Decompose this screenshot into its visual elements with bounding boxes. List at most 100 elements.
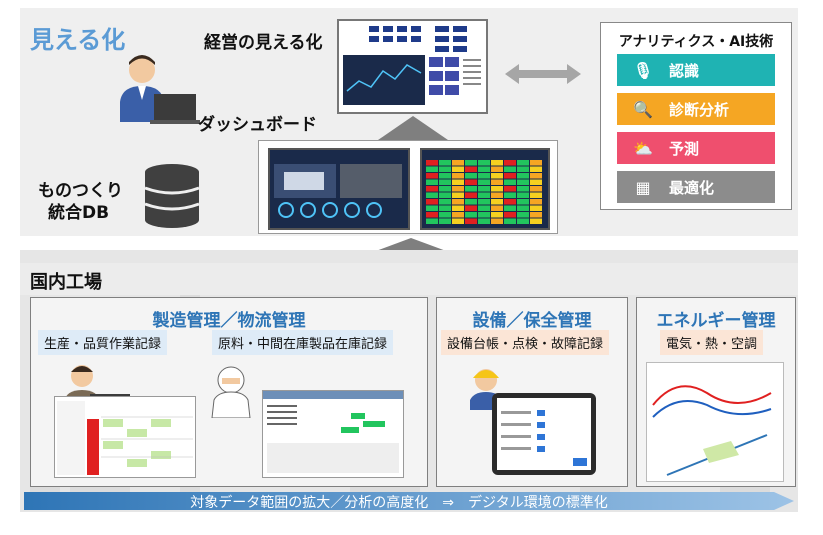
heatmap-cell [504, 167, 516, 173]
inventory-records-chip: 原料・中間在庫製品在庫記録 [212, 330, 393, 355]
magnifier-icon: 🔍 [617, 100, 669, 119]
heatmap-cell [452, 173, 464, 179]
bidirectional-arrow-icon [505, 64, 581, 84]
analytics-title: アナリティクス・AI技術 [600, 31, 792, 51]
management-dashboard-screenshot [337, 19, 488, 114]
heatmap-cell [530, 199, 542, 205]
heatmap-cell [478, 206, 490, 212]
heatmap-cell [478, 219, 490, 225]
heatmap-cell [478, 180, 490, 186]
heatmap-cell [491, 167, 503, 173]
factory-dashboard-screenshot [268, 148, 410, 230]
blocks-icon: ▦ [617, 178, 669, 197]
heatmap-cell [465, 173, 477, 179]
heatmap-cell [465, 186, 477, 192]
heatmap-cell [517, 193, 529, 199]
analytics-item-diagnostic: 🔍 診断分析 [617, 93, 775, 125]
heatmap-cell [504, 219, 516, 225]
heatmap-cell [465, 193, 477, 199]
heatmap-cell [426, 167, 438, 173]
analytics-item-prediction: ⛅ 予測 [617, 132, 775, 164]
heatmap-cell [452, 212, 464, 218]
manufacturing-title: 製造管理／物流管理 [30, 306, 428, 331]
management-label: 経営の見える化 [204, 28, 323, 53]
heatmap-cell [478, 193, 490, 199]
heatmap-cell [504, 186, 516, 192]
heatmap-cell [530, 167, 542, 173]
heatmap-cell [517, 199, 529, 205]
manager-with-laptop-icon [112, 50, 202, 130]
heatmap-cell [426, 199, 438, 205]
heatmap-cell [426, 193, 438, 199]
heatmap-cell [504, 193, 516, 199]
heatmap-cell [517, 167, 529, 173]
heatmap-cell [439, 219, 451, 225]
factory-header [20, 263, 798, 295]
heatmap-cell [426, 219, 438, 225]
heatmap-cell [478, 167, 490, 173]
heatmap-cell [530, 180, 542, 186]
heatmap-cell [439, 173, 451, 179]
heatmap-cell [426, 160, 438, 166]
heatmap-cell [530, 186, 542, 192]
heatmap-cell [530, 212, 542, 218]
heatmap-cell [530, 219, 542, 225]
cleanroom-worker-icon [208, 362, 254, 418]
heatmap-cell [491, 173, 503, 179]
heatmap-cell [465, 219, 477, 225]
heatmap-cell [426, 173, 438, 179]
heatmap-cell [452, 160, 464, 166]
heatmap-cell [439, 212, 451, 218]
database-icon [142, 162, 202, 232]
heatmap-cell [530, 206, 542, 212]
heatmap-cell [439, 206, 451, 212]
heatmap-cell [465, 206, 477, 212]
heatmap-cell [491, 219, 503, 225]
heatmap-cell [452, 193, 464, 199]
analytics-item-optimization: ▦ 最適化 [617, 171, 775, 203]
heatmap-cell [452, 206, 464, 212]
heatmap-cell [478, 173, 490, 179]
energy-title: エネルギー管理 [636, 306, 796, 331]
heatmap-cell [491, 199, 503, 205]
integrated-db-label: ものつくり 統合DB [38, 180, 123, 224]
heatmap-cell [439, 199, 451, 205]
up-arrow-icon [378, 114, 448, 140]
heatmap-cell [439, 186, 451, 192]
inventory-screenshot [262, 390, 404, 478]
heatmap-cell [491, 206, 503, 212]
heatmap-cell [478, 199, 490, 205]
heatmap-cell [491, 212, 503, 218]
heatmap-cell [465, 199, 477, 205]
heatmap-cell [491, 180, 503, 186]
heatmap-cell [517, 206, 529, 212]
heatmap-cell [504, 180, 516, 186]
heatmap-cell [452, 219, 464, 225]
heatmap-cell [530, 160, 542, 166]
analytics-item-recognition: 🎙 認識 [617, 54, 775, 86]
heatmap-cell [452, 167, 464, 173]
heatmap-cell [465, 212, 477, 218]
heatmap-cell [426, 186, 438, 192]
heatmap-cell [452, 180, 464, 186]
visualization-title: 見える化 [30, 20, 125, 55]
heatmap-cell [517, 173, 529, 179]
heatmap-cell [504, 199, 516, 205]
heatmap-cell [504, 212, 516, 218]
heatmap-cell [504, 173, 516, 179]
equipment-title: 設備／保全管理 [436, 306, 628, 331]
heatmap-cell [530, 193, 542, 199]
factory-title: 国内工場 [30, 268, 102, 294]
heatmap-cell [491, 160, 503, 166]
heatmap-cell [478, 212, 490, 218]
heatmap-cell [530, 173, 542, 179]
heatmap-cell [517, 186, 529, 192]
heatmap-cell [517, 212, 529, 218]
tablet-screenshot [492, 393, 596, 475]
heatmap-cell [517, 160, 529, 166]
energy-chart-thumbnail [646, 362, 784, 482]
heatmap-cell [439, 180, 451, 186]
energy-types-chip: 電気・熱・空調 [660, 330, 763, 355]
heatmap-cell [517, 219, 529, 225]
heatmap-cell [517, 180, 529, 186]
